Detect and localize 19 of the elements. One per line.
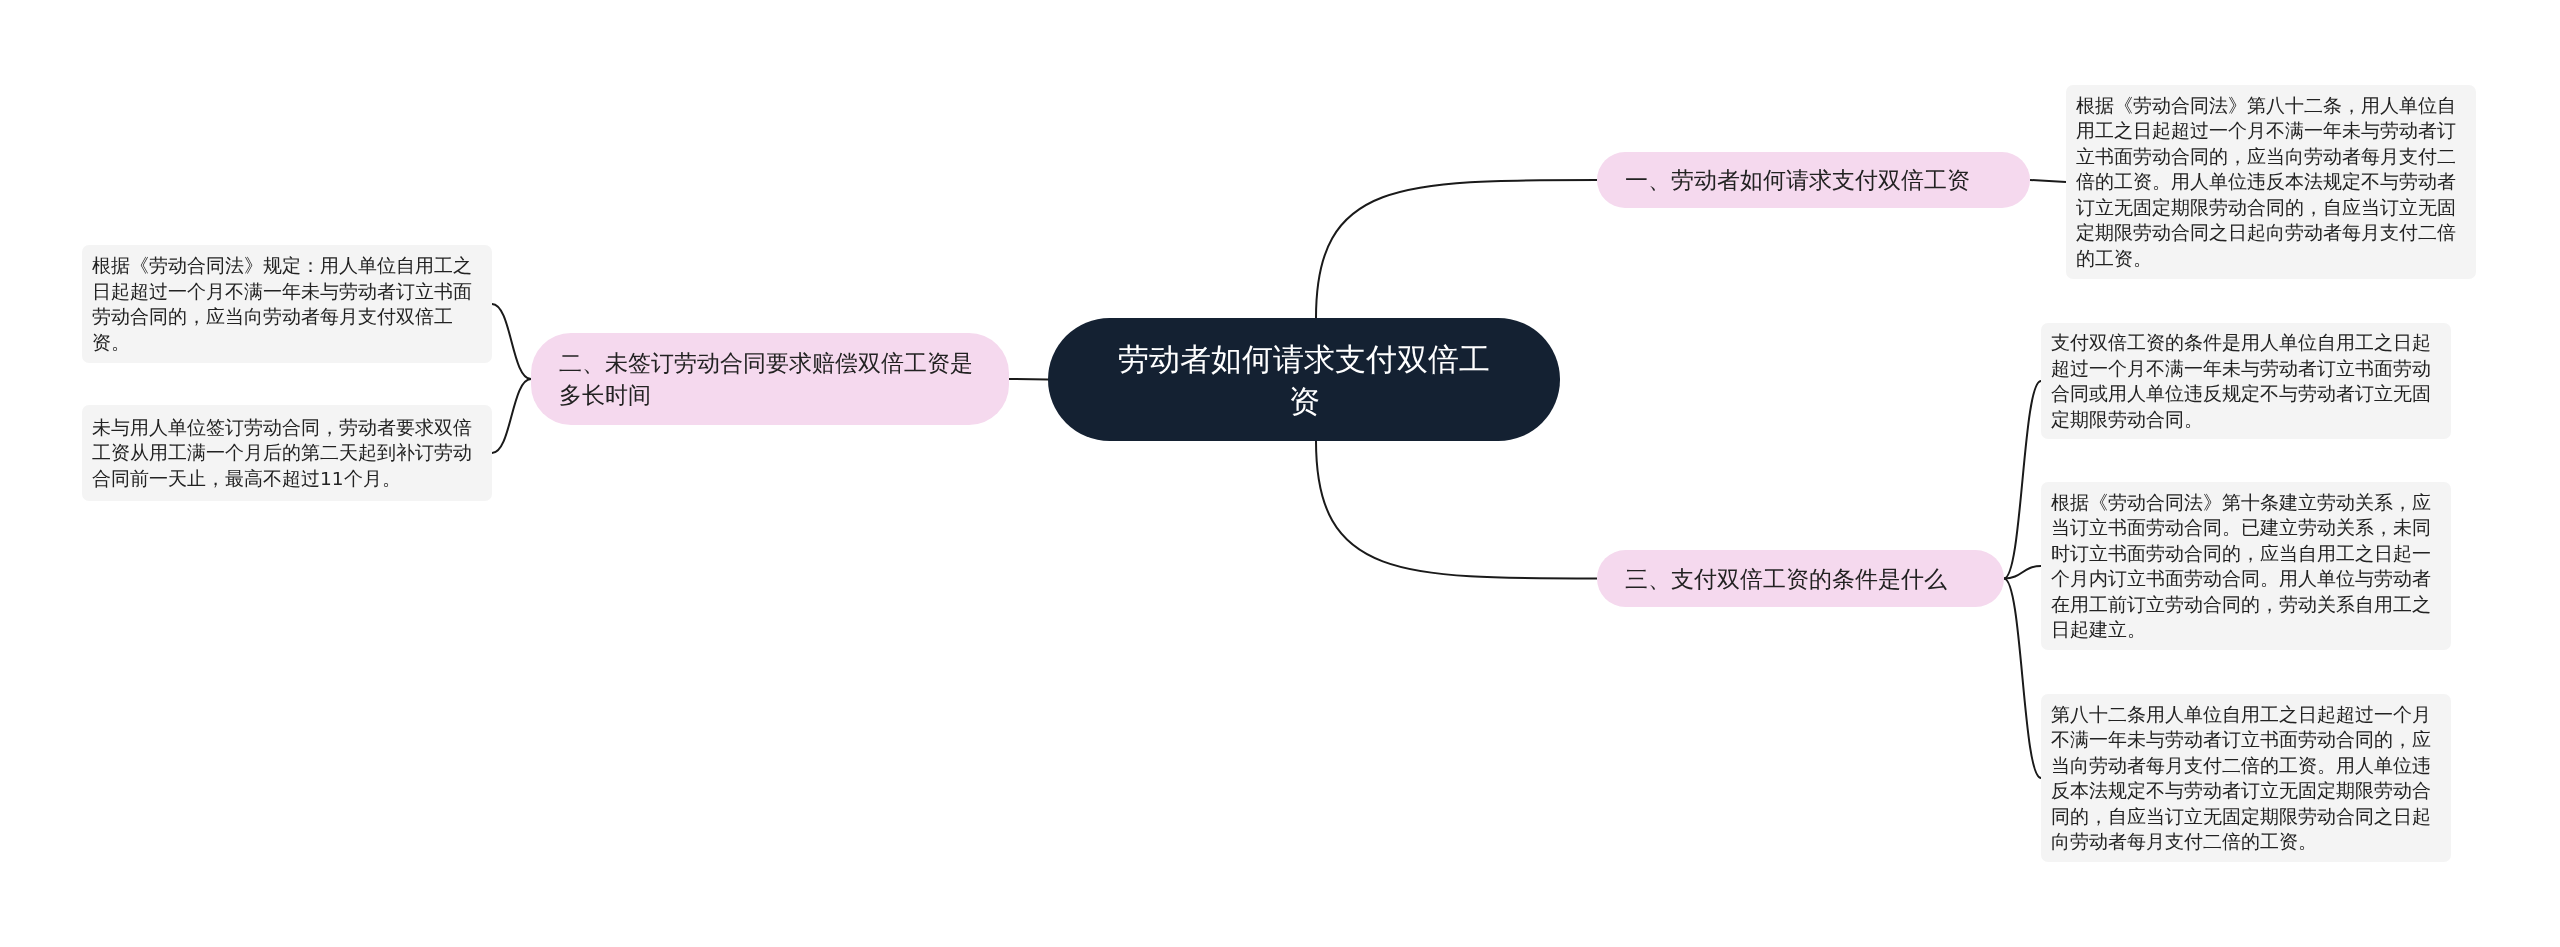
note-box: 未与用人单位签订劳动合同，劳动者要求双倍工资从用工满一个月后的第二天起到补订劳动合同前一天止，最高不超过11个月。 bbox=[82, 405, 492, 501]
note-box: 根据《劳动合同法》第十条建立劳动关系，应当订立书面劳动合同。已建立劳动关系，未同时订立书面劳动合同的，应当自用工之日起一个月内订立书面劳动合同。用人单位与劳动者在用工前订立劳动合同的，劳动关系自用工之日起建立。 bbox=[2041, 482, 2451, 650]
connector-line bbox=[2003, 577, 2042, 779]
connector-line bbox=[1315, 440, 1598, 580]
connector-line bbox=[2029, 179, 2067, 183]
note-box: 支付双倍工资的条件是用人单位自用工之日起超过一个月不满一年未与劳动者订立书面劳动合同或用人单位违反规定不与劳动者订立无固定期限劳动合同。 bbox=[2041, 323, 2451, 439]
note-box: 根据《劳动合同法》第八十二条，用人单位自用工之日起超过一个月不满一年未与劳动者订立书面劳动合同的，应当向劳动者每月支付二倍的工资。用人单位违反本法规定不与劳动者订立无固定期限劳动合同的，自应当订立无固定期限劳动合同之日起向劳动者每月支付二倍的工资。 bbox=[2066, 85, 2476, 279]
connector-line bbox=[491, 303, 532, 380]
note-box: 第八十二条用人单位自用工之日起超过一个月不满一年未与劳动者订立书面劳动合同的，应当向劳动者每月支付二倍的工资。用人单位违反本法规定不与劳动者订立无固定期限劳动合同的，自应当订立无固定期限劳动合同之日起向劳动者每月支付二倍的工资。 bbox=[2041, 694, 2451, 862]
note-box: 根据《劳动合同法》规定：用人单位自用工之日起超过一个月不满一年未与劳动者订立书面劳动合同的，应当向劳动者每月支付双倍工资。 bbox=[82, 245, 492, 363]
topic-box: 一、劳动者如何请求支付双倍工资 bbox=[1597, 152, 2030, 208]
connector-line bbox=[2003, 380, 2042, 580]
topic-box: 三、支付双倍工资的条件是什么 bbox=[1597, 550, 2004, 607]
connector-line bbox=[491, 378, 532, 454]
topic-box: 二、未签订劳动合同要求赔偿双倍工资是多长时间 bbox=[531, 333, 1009, 425]
connector-line bbox=[2003, 565, 2042, 580]
central-topic: 劳动者如何请求支付双倍工资 bbox=[1048, 318, 1560, 441]
connector-line bbox=[1315, 179, 1598, 319]
connector-line bbox=[1008, 378, 1049, 381]
